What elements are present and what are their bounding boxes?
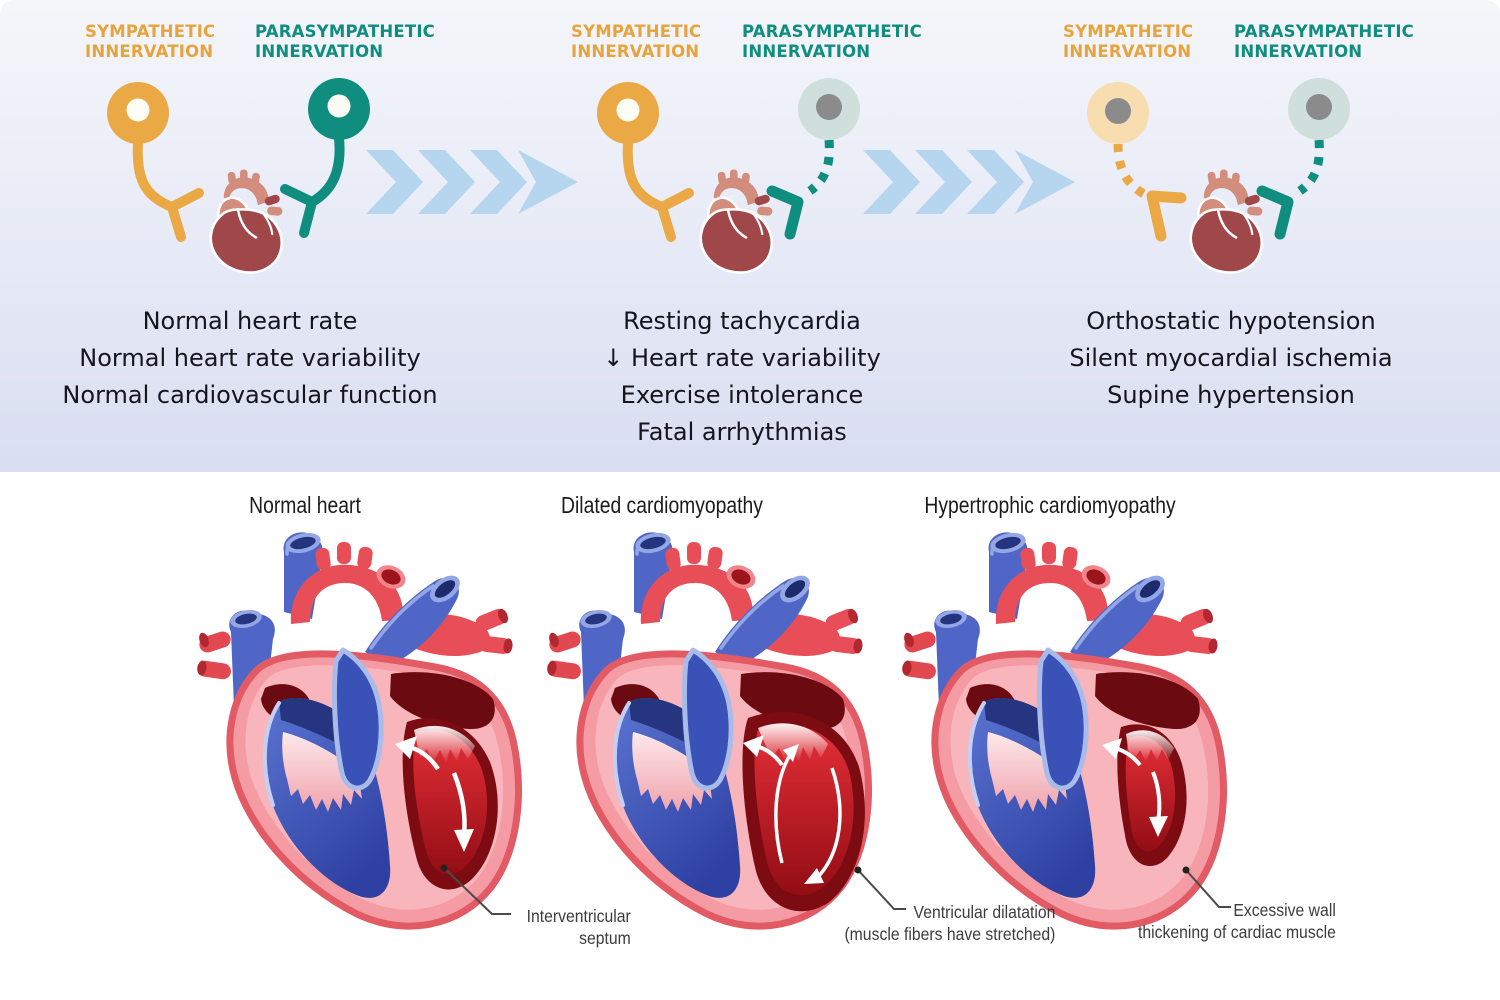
- annotation-line: Interventricular: [526, 906, 631, 926]
- denervated-sympathetic-neuron-icon: [1087, 82, 1187, 242]
- annotation-interventricular-septum: Interventricular septum: [527, 905, 631, 949]
- heart-icon: [209, 168, 285, 274]
- label-line: SYMPATHETIC: [85, 22, 216, 41]
- sympathetic-neuron-icon: [597, 82, 694, 242]
- label-line: PARASYMPATHETIC: [742, 22, 922, 41]
- autonomic-neuropathy-panel: SYMPATHETIC INNERVATION PARASYMPATHETIC …: [0, 0, 1500, 472]
- stage-1-illustration: [107, 78, 370, 274]
- denervated-parasympathetic-neuron-icon: [766, 78, 860, 240]
- heart-title-normal: Normal heart: [249, 492, 361, 518]
- progression-arrow-icon: [366, 150, 578, 214]
- label-line: PARASYMPATHETIC: [1234, 22, 1414, 41]
- finding-line: Normal heart rate variability: [79, 344, 421, 372]
- annotation-excessive-wall-thickening: Excessive wall thickening of cardiac mus…: [1138, 899, 1336, 943]
- heart-title-dilated: Dilated cardiomyopathy: [561, 492, 763, 518]
- parasympathetic-innervation-label: PARASYMPATHETIC INNERVATION: [255, 22, 435, 61]
- label-line: INNERVATION: [255, 41, 384, 61]
- annotation-ventricular-dilatation: Ventricular dilatation (muscle fibers ha…: [844, 901, 1055, 945]
- finding-line: Normal heart rate: [142, 307, 358, 335]
- sympathetic-neuron-icon: [107, 82, 204, 242]
- annotation-line: septum: [579, 928, 631, 948]
- stage-3-illustration: [1087, 78, 1350, 274]
- normal-heart-illustration: [195, 527, 535, 942]
- stage-3-findings: Orthostatic hypotension Silent myocardia…: [1069, 303, 1392, 414]
- annotation-line: (muscle fibers have stretched): [844, 924, 1055, 944]
- finding-line: Supine hypertension: [1107, 381, 1355, 409]
- label-line: INNERVATION: [742, 41, 871, 61]
- label-line: PARASYMPATHETIC: [255, 22, 435, 41]
- dilated-heart-illustration: [545, 527, 885, 942]
- sympathetic-innervation-label: SYMPATHETIC INNERVATION: [85, 22, 215, 61]
- finding-line: Normal cardiovascular function: [62, 381, 438, 409]
- label-line: INNERVATION: [571, 41, 700, 61]
- denervated-parasympathetic-neuron-icon: [1256, 78, 1350, 240]
- label-line: INNERVATION: [1063, 41, 1192, 61]
- progression-arrow-icon: [863, 150, 1075, 214]
- heart-title-hypertrophic: Hypertrophic cardiomyopathy: [924, 492, 1176, 518]
- left-ventricle-dilated: [742, 711, 865, 912]
- left-ventricle-hypertrophic: [1102, 724, 1187, 867]
- finding-line: ↓ Heart rate variability: [603, 344, 881, 372]
- label-line: SYMPATHETIC: [571, 22, 702, 41]
- annotation-line: Ventricular dilatation: [913, 902, 1055, 922]
- sympathetic-innervation-label: SYMPATHETIC INNERVATION: [1063, 22, 1193, 61]
- annotation-line: thickening of cardiac muscle: [1138, 922, 1336, 942]
- parasympathetic-innervation-label: PARASYMPATHETIC INNERVATION: [742, 22, 922, 61]
- parasympathetic-neuron-icon: [280, 78, 370, 238]
- parasympathetic-innervation-label: PARASYMPATHETIC INNERVATION: [1234, 22, 1414, 61]
- finding-line: Resting tachycardia: [623, 307, 861, 335]
- sympathetic-innervation-label: SYMPATHETIC INNERVATION: [571, 22, 701, 61]
- stage-1-findings: Normal heart rate Normal heart rate vari…: [62, 303, 437, 414]
- heart-icon: [699, 168, 775, 274]
- finding-line: Fatal arrhythmias: [637, 418, 847, 446]
- stage-2-findings: Resting tachycardia ↓ Heart rate variabi…: [603, 303, 881, 451]
- label-line: INNERVATION: [85, 41, 214, 61]
- left-ventricle-normal: [395, 717, 498, 890]
- finding-line: Exercise intolerance: [620, 381, 864, 409]
- finding-line: Orthostatic hypotension: [1086, 307, 1376, 335]
- label-line: INNERVATION: [1234, 41, 1363, 61]
- finding-line: Silent myocardial ischemia: [1069, 344, 1393, 372]
- annotation-line: Excessive wall: [1233, 900, 1336, 920]
- heart-icon: [1189, 168, 1265, 274]
- hypertrophic-heart-illustration: [900, 527, 1240, 942]
- label-line: SYMPATHETIC: [1063, 22, 1194, 41]
- stage-2-illustration: [597, 78, 860, 274]
